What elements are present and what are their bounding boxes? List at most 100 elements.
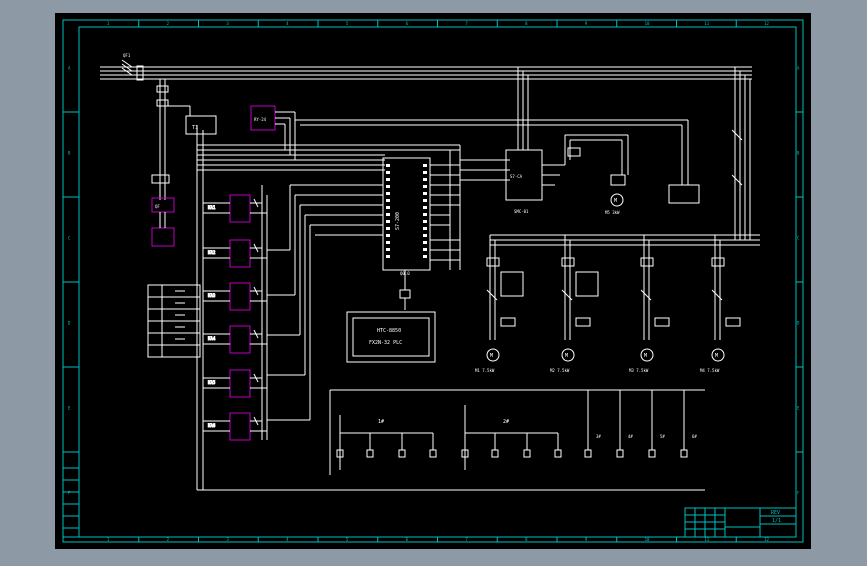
relay-3: KA3 bbox=[203, 282, 267, 311]
plc-pin bbox=[423, 192, 427, 195]
display-line2: FX2N-32 PLC bbox=[369, 340, 402, 346]
relay-1: KA1 bbox=[203, 194, 267, 223]
zone-label-bottom: 5 bbox=[346, 537, 349, 542]
controller-module: S7-CA SMC-01 bbox=[505, 67, 629, 214]
zone-label-top: 11 bbox=[704, 21, 709, 26]
zone-label-top: 12 bbox=[764, 21, 769, 26]
zone-label-right: F bbox=[797, 491, 800, 496]
motor-letter: M bbox=[715, 353, 718, 359]
bus-group-b-label: 2# bbox=[503, 419, 509, 425]
plc-pin bbox=[423, 185, 427, 188]
display-line1: HTC-8850 bbox=[377, 328, 401, 334]
motor-letter: M bbox=[565, 353, 568, 359]
drop-terminal bbox=[523, 449, 531, 458]
plc-pin bbox=[423, 234, 427, 237]
drop-terminal bbox=[584, 449, 592, 458]
plc-pin bbox=[386, 192, 390, 195]
plc-pin bbox=[386, 234, 390, 237]
hmi-display: HTC-8850 FX2N-32 PLC bbox=[346, 311, 436, 363]
zone-label-bottom: 12 bbox=[764, 537, 769, 542]
pump-motor-label: M5 3kW bbox=[605, 210, 620, 215]
terminal-block-left bbox=[147, 284, 201, 358]
zone-label-top: 3 bbox=[226, 21, 229, 26]
pump-motor bbox=[610, 193, 624, 207]
motor-feeder-1: MM1 7.5kW bbox=[475, 235, 524, 373]
drop-terminal bbox=[491, 449, 499, 458]
motor-icon bbox=[711, 348, 725, 362]
plc-pin bbox=[386, 164, 390, 167]
plc-block: S7-200 Q0.0 bbox=[382, 157, 431, 276]
relay-label: KA5 bbox=[208, 380, 216, 385]
bus-label: 3# bbox=[596, 434, 601, 439]
zone-label-top: 5 bbox=[346, 21, 349, 26]
plc-pin bbox=[423, 206, 427, 209]
outer-frame bbox=[62, 19, 804, 543]
zone-label-left: E bbox=[68, 406, 71, 411]
plc-pin bbox=[386, 227, 390, 230]
motor-letter: M bbox=[644, 353, 647, 359]
plc-pin bbox=[386, 248, 390, 251]
zone-label-bottom: 2 bbox=[167, 537, 170, 542]
fuse-box-label: QF bbox=[155, 204, 160, 209]
bus-label: 4# bbox=[628, 434, 633, 439]
schematic: QF1 T1 QF RY-24 bbox=[100, 53, 760, 491]
zone-label-bottom: 3 bbox=[226, 537, 229, 542]
bus-label: 6# bbox=[692, 434, 697, 439]
transformer-label: T1 bbox=[192, 125, 198, 131]
revision-table-left bbox=[62, 467, 80, 538]
zone-label-top: 2 bbox=[167, 21, 170, 26]
zone-label-bottom: 9 bbox=[585, 537, 588, 542]
zone-label-bottom: 8 bbox=[525, 537, 528, 542]
zone-label-right: D bbox=[797, 321, 800, 326]
drop-terminal bbox=[398, 449, 406, 458]
zone-label-bottom: 4 bbox=[286, 537, 289, 542]
zone-label-left: D bbox=[68, 321, 71, 326]
motor-icon bbox=[640, 348, 654, 362]
drop-terminal bbox=[648, 449, 656, 458]
relay-label: KA3 bbox=[208, 293, 216, 298]
zone-label-bottom: 1 bbox=[107, 537, 110, 542]
plc-pin bbox=[386, 171, 390, 174]
motor-feeder-4: MM4 7.5kW bbox=[700, 235, 741, 373]
zone-label-bottom: 6 bbox=[406, 537, 409, 542]
zone-label-top: 4 bbox=[286, 21, 289, 26]
drop-terminal bbox=[366, 449, 374, 458]
zone-label-left: A bbox=[68, 66, 71, 71]
plc-pin bbox=[423, 178, 427, 181]
zone-label-bottom: 7 bbox=[465, 537, 468, 542]
plc-pin bbox=[386, 220, 390, 223]
plc-pin bbox=[423, 171, 427, 174]
motor-label: M2 7.5kW bbox=[550, 368, 570, 373]
plc-pin bbox=[386, 185, 390, 188]
zone-label-top: 8 bbox=[525, 21, 528, 26]
relay-label: KA4 bbox=[208, 336, 216, 341]
plc-pin bbox=[386, 255, 390, 258]
zone-label-right: B bbox=[797, 151, 800, 156]
relay-label: KA2 bbox=[208, 250, 216, 255]
bus-label: 5# bbox=[660, 434, 665, 439]
plc-pin bbox=[423, 220, 427, 223]
motor-icon bbox=[561, 348, 575, 362]
transformer-box bbox=[185, 115, 217, 135]
drop-terminal bbox=[461, 449, 469, 458]
plc-pin bbox=[386, 213, 390, 216]
relay-2: KA2 bbox=[203, 239, 267, 268]
title-rev-text: REV bbox=[771, 510, 780, 516]
plc-model-label: S7-200 bbox=[395, 212, 401, 230]
controller-caption: SMC-01 bbox=[514, 209, 529, 214]
title-block: REV 1/1 bbox=[684, 507, 797, 538]
zone-label-top: 9 bbox=[585, 21, 588, 26]
plc-pin bbox=[423, 248, 427, 251]
plc-pin bbox=[423, 241, 427, 244]
relay-label: KA6 bbox=[208, 423, 216, 428]
motor-letter: M bbox=[490, 353, 493, 359]
sheet-background bbox=[55, 13, 811, 549]
pump-motor-letter: M bbox=[614, 198, 617, 204]
plc-pin bbox=[386, 241, 390, 244]
drop-terminal bbox=[554, 449, 562, 458]
